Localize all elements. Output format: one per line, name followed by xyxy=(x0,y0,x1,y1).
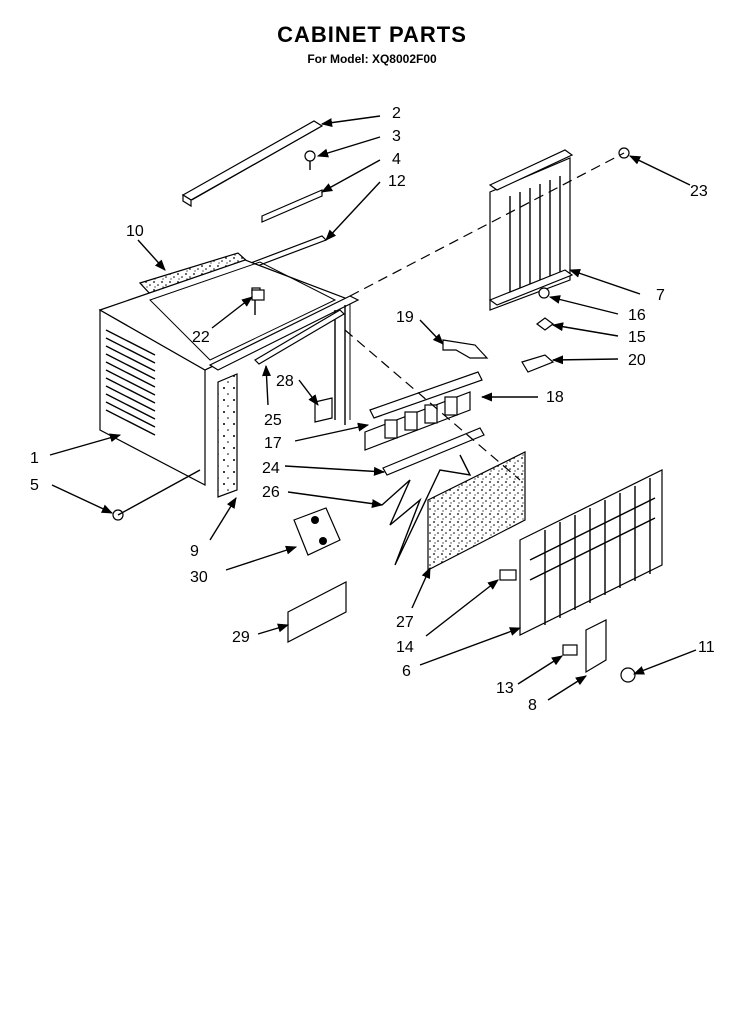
alignment-line xyxy=(349,152,625,297)
callout-12: 12 xyxy=(388,173,406,190)
screw-part-3 xyxy=(304,150,316,170)
knob-part-11 xyxy=(620,667,636,683)
callout-10: 10 xyxy=(126,223,144,240)
callout-15: 15 xyxy=(628,329,646,346)
callout-numbers: 2 3 4 12 10 22 1 5 9 30 29 28 25 17 24 2… xyxy=(30,105,715,714)
callout-24: 24 xyxy=(262,460,280,477)
callout-28: 28 xyxy=(276,373,294,390)
gasket-strip-part xyxy=(261,189,323,223)
top-rail-part xyxy=(181,120,324,208)
screw-part-16 xyxy=(538,287,550,299)
callout-27: 27 xyxy=(396,614,414,631)
callout-19: 19 xyxy=(396,309,414,326)
callout-6: 6 xyxy=(402,663,411,680)
callout-11: 11 xyxy=(698,639,715,656)
callout-16: 16 xyxy=(628,307,646,324)
callout-2: 2 xyxy=(392,105,401,122)
clip-part-28 xyxy=(314,397,333,423)
side-foam-strip-part xyxy=(217,373,238,498)
rear-grille-part xyxy=(488,149,574,311)
callout-7: 7 xyxy=(656,287,665,304)
callout-13: 13 xyxy=(496,680,514,697)
side-louvers xyxy=(105,329,156,436)
diagram-title: CABINET PARTS xyxy=(277,22,467,47)
filter-part xyxy=(427,451,526,571)
callout-30: 30 xyxy=(190,569,208,586)
bracket-part-30 xyxy=(293,507,341,556)
spacer-part-14 xyxy=(499,569,517,581)
alignment-line xyxy=(344,329,521,481)
front-panel-part xyxy=(519,469,663,636)
seal-strip-part-25 xyxy=(254,309,345,365)
callout-18: 18 xyxy=(546,389,564,406)
plug-part-22 xyxy=(251,289,265,301)
callout-25: 25 xyxy=(264,412,282,429)
bar-part-24 xyxy=(382,427,485,476)
callout-20: 20 xyxy=(628,352,646,369)
callout-26: 26 xyxy=(262,484,280,501)
callout-29: 29 xyxy=(232,629,250,646)
washer-part-15 xyxy=(536,317,554,331)
heater-wire-part xyxy=(381,454,472,566)
callout-22: 22 xyxy=(192,329,210,346)
knob-part-13 xyxy=(562,644,578,656)
rail-part-12 xyxy=(246,235,328,269)
bracket-assembly-part xyxy=(364,371,483,451)
callout-8: 8 xyxy=(528,697,537,714)
callout-4: 4 xyxy=(392,151,401,168)
callout-9: 9 xyxy=(190,543,199,560)
callout-5: 5 xyxy=(30,477,39,494)
callout-1: 1 xyxy=(30,450,39,467)
clip-part-20 xyxy=(521,354,555,373)
model-subtitle: For Model: XQ8002F00 xyxy=(307,52,437,66)
control-plate-part xyxy=(585,619,607,674)
panel-part-29 xyxy=(287,581,347,643)
callout-17: 17 xyxy=(264,435,282,452)
leader-lines xyxy=(49,115,697,701)
callout-23: 23 xyxy=(690,183,708,200)
callout-3: 3 xyxy=(392,128,401,145)
bracket-part-19 xyxy=(442,339,489,359)
cabinet-body-part xyxy=(98,259,360,486)
callout-14: 14 xyxy=(396,639,414,656)
